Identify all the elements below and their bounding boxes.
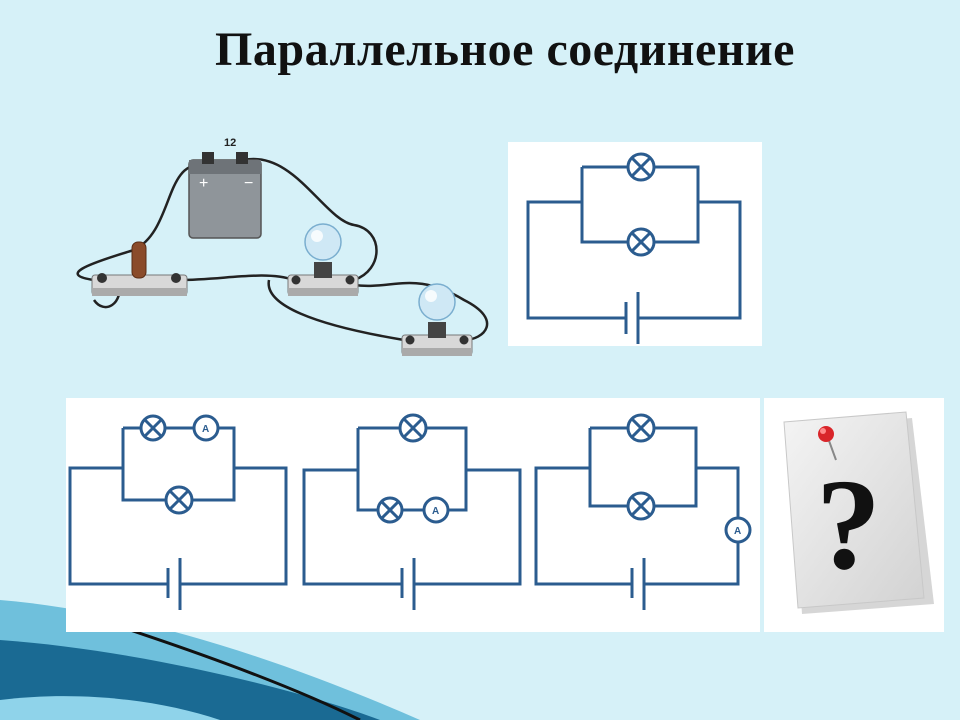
parallel-schematic-main	[508, 142, 762, 346]
ammeter-symbol: A	[192, 414, 220, 442]
battery-voltage-label: 12	[224, 137, 236, 149]
battery-minus-label: −	[244, 175, 253, 192]
slide-title: Параллельное соединение	[215, 23, 795, 76]
lamp-symbol	[139, 414, 167, 442]
schematic-variants-row: A A	[66, 398, 760, 632]
question-card-panel: ?	[764, 398, 944, 632]
ammeter-symbol: A	[724, 516, 752, 544]
battery: 12 + −	[188, 137, 262, 239]
schematic-wire	[526, 200, 742, 320]
lamp-symbol	[398, 413, 428, 443]
lamp-symbol	[626, 491, 656, 521]
ammeter-label: A	[734, 526, 741, 537]
ammeter-label: A	[432, 506, 439, 517]
illustration-wire	[243, 157, 378, 282]
illustration-wire	[353, 281, 489, 342]
illustration-wire	[267, 279, 405, 342]
circuit-illustration: 12 + −	[64, 130, 504, 370]
ammeter-label: A	[202, 424, 209, 435]
lamp-symbol	[164, 485, 194, 515]
light-bulb-1	[287, 223, 359, 296]
ammeter-symbol: A	[422, 496, 450, 524]
question-mark: ?	[816, 453, 881, 597]
switch	[91, 241, 188, 296]
lamp-symbol	[626, 227, 656, 257]
schematic-variant-1: A	[68, 414, 288, 610]
push-pin-icon	[818, 426, 837, 461]
lamp-symbol	[626, 413, 656, 443]
wave-black-stroke	[129, 628, 361, 720]
lamp-symbol	[626, 152, 656, 182]
schematic-variant-3: A	[534, 413, 752, 610]
schematic-variant-2: A	[302, 413, 522, 610]
wave-highlight	[0, 696, 220, 720]
light-bulb-2	[401, 283, 473, 356]
paper-note	[783, 411, 925, 609]
battery-plus-label: +	[199, 175, 208, 192]
illustration-wire	[178, 274, 295, 282]
lamp-symbol	[376, 496, 404, 524]
schematic-wire	[580, 165, 700, 244]
